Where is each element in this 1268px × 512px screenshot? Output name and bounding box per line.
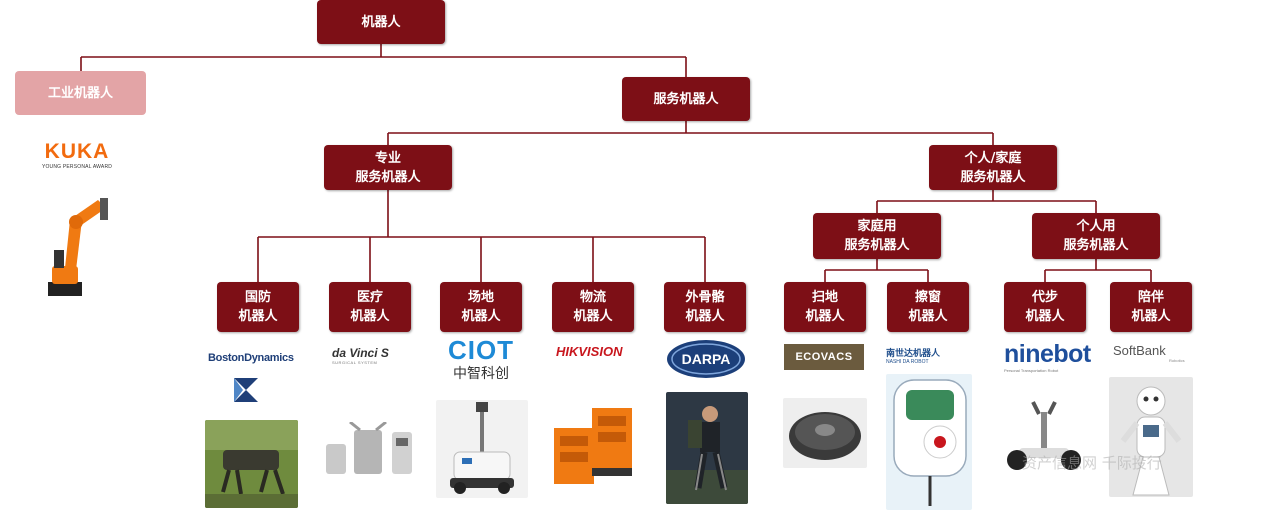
defense-robot-line2: 机器人 <box>238 309 278 324</box>
service-robot-node: 服务机器人 <box>622 77 750 121</box>
pepper-robot-image <box>1109 377 1193 497</box>
personal-home-service-line2: 服务机器人 <box>960 169 1026 185</box>
companion-robot-line1: 陪伴 <box>1137 290 1164 305</box>
boston-dynamics-emblem-icon <box>231 375 261 405</box>
sweeping-robot-line2: 机器人 <box>805 309 845 324</box>
window-cleaning-robot-line1: 擦窗 <box>914 290 941 305</box>
ninebot-logo-subtext: Personal Transportation Robot <box>1004 368 1059 373</box>
mobility-robot-line1: 代步 <box>1031 290 1058 305</box>
companion-robot-node: 陪伴 机器人 <box>1110 282 1192 332</box>
companion-robot-line2: 机器人 <box>1131 309 1171 324</box>
kuka-logo-text: KUKA <box>44 140 110 163</box>
ecovacs-logo-text: ECOVACS <box>795 351 853 363</box>
exoskeleton-robot-line2: 机器人 <box>685 309 725 324</box>
exoskeleton-soldier-image <box>666 392 748 504</box>
personal-use-service-line1: 个人用 <box>1076 219 1116 234</box>
kuka-logo-subtext: YOUNG PERSONAL AWARD <box>41 164 113 170</box>
personal-use-service-node: 个人用 服务机器人 <box>1032 213 1160 259</box>
kuka-logo: KUKA YOUNG PERSONAL AWARD <box>30 140 124 170</box>
ecovacs-logo: ECOVACS <box>784 344 864 370</box>
home-use-service-line2: 服务机器人 <box>844 238 910 253</box>
softbank-logo: SoftBank Robotics <box>1113 343 1185 363</box>
professional-service-line1: 专业 <box>374 150 401 166</box>
watermark-text: 资产信息网 千际投行 <box>1022 454 1162 472</box>
personal-use-service-line2: 服务机器人 <box>1063 238 1129 253</box>
industrial-robot-label: 工业机器人 <box>47 85 113 101</box>
field-robot-line2: 机器人 <box>461 309 501 324</box>
medical-robot-line1: 医疗 <box>356 290 383 305</box>
industrial-robot-node: 工业机器人 <box>15 71 146 115</box>
window-cleaning-robot-image <box>886 374 972 510</box>
sweeping-robot-node: 扫地 机器人 <box>784 282 866 332</box>
professional-service-line2: 服务机器人 <box>355 169 421 185</box>
boston-dynamics-logo: BostonDynamics <box>208 352 294 364</box>
hikvision-logo: HIKVISION <box>556 344 623 359</box>
mobility-robot-node: 代步 机器人 <box>1004 282 1086 332</box>
home-use-service-line1: 家庭用 <box>857 219 897 234</box>
bigdog-robot-image <box>205 420 298 508</box>
window-cleaning-robot-line2: 机器人 <box>908 309 948 324</box>
ninebot-logo-text: ninebot <box>1004 340 1091 368</box>
defense-robot-line1: 国防 <box>244 290 271 305</box>
ciot-logo: CIOT 中智科创 <box>443 336 519 382</box>
personal-home-service-line1: 个人/家庭 <box>964 150 1022 166</box>
personal-home-service-node: 个人/家庭 服务机器人 <box>929 145 1057 190</box>
service-robot-label: 服务机器人 <box>653 91 719 107</box>
ciot-logo-text: CIOT <box>447 335 515 365</box>
softbank-logo-text: SoftBank <box>1113 343 1166 358</box>
nashi-da-logo-text: 南世达机器人 <box>886 348 941 358</box>
da-vinci-surgical-system-image <box>320 422 418 480</box>
field-robot-node: 场地 机器人 <box>440 282 522 332</box>
exoskeleton-robot-line1: 外骨骼 <box>685 290 725 305</box>
window-cleaning-robot-node: 擦窗 机器人 <box>887 282 969 332</box>
logistics-robot-line2: 机器人 <box>573 309 613 324</box>
darpa-logo-icon: DARPA <box>667 340 745 378</box>
root-label: 机器人 <box>361 14 401 30</box>
da-vinci-logo-text: da Vinci S <box>332 346 389 360</box>
sweeping-robot-line1: 扫地 <box>811 290 838 305</box>
medical-robot-line2: 机器人 <box>350 309 390 324</box>
mobility-robot-line2: 机器人 <box>1025 309 1065 324</box>
kuka-robot-arm-image <box>30 190 116 304</box>
softbank-logo-subtext: Robotics <box>1169 358 1185 363</box>
logistics-robot-node: 物流 机器人 <box>552 282 634 332</box>
nashi-da-logo-subtext: NASHI DA ROBOT <box>886 359 929 365</box>
robot-vacuum-image <box>783 398 867 468</box>
field-patrol-robot-image <box>436 400 528 498</box>
balance-scooter-image <box>1005 398 1083 478</box>
da-vinci-logo-subtext: SURGICAL SYSTEM <box>332 360 378 365</box>
da-vinci-logo: da Vinci S SURGICAL SYSTEM <box>332 346 389 365</box>
ciot-logo-subtext: 中智科创 <box>453 365 509 381</box>
ninebot-logo: ninebot Personal Transportation Robot <box>1004 340 1091 373</box>
exoskeleton-robot-node: 外骨骼 机器人 <box>664 282 746 332</box>
hikvision-logistics-robot-image <box>548 398 638 490</box>
field-robot-line1: 场地 <box>467 290 494 305</box>
nashi-da-logo: 南世达机器人 NASHI DA ROBOT <box>886 346 940 365</box>
defense-robot-node: 国防 机器人 <box>217 282 299 332</box>
darpa-logo-text: DARPA <box>682 351 731 367</box>
home-use-service-node: 家庭用 服务机器人 <box>813 213 941 259</box>
logistics-robot-line1: 物流 <box>579 290 606 305</box>
professional-service-node: 专业 服务机器人 <box>324 145 452 190</box>
medical-robot-node: 医疗 机器人 <box>329 282 411 332</box>
root-node: 机器人 <box>317 0 445 44</box>
